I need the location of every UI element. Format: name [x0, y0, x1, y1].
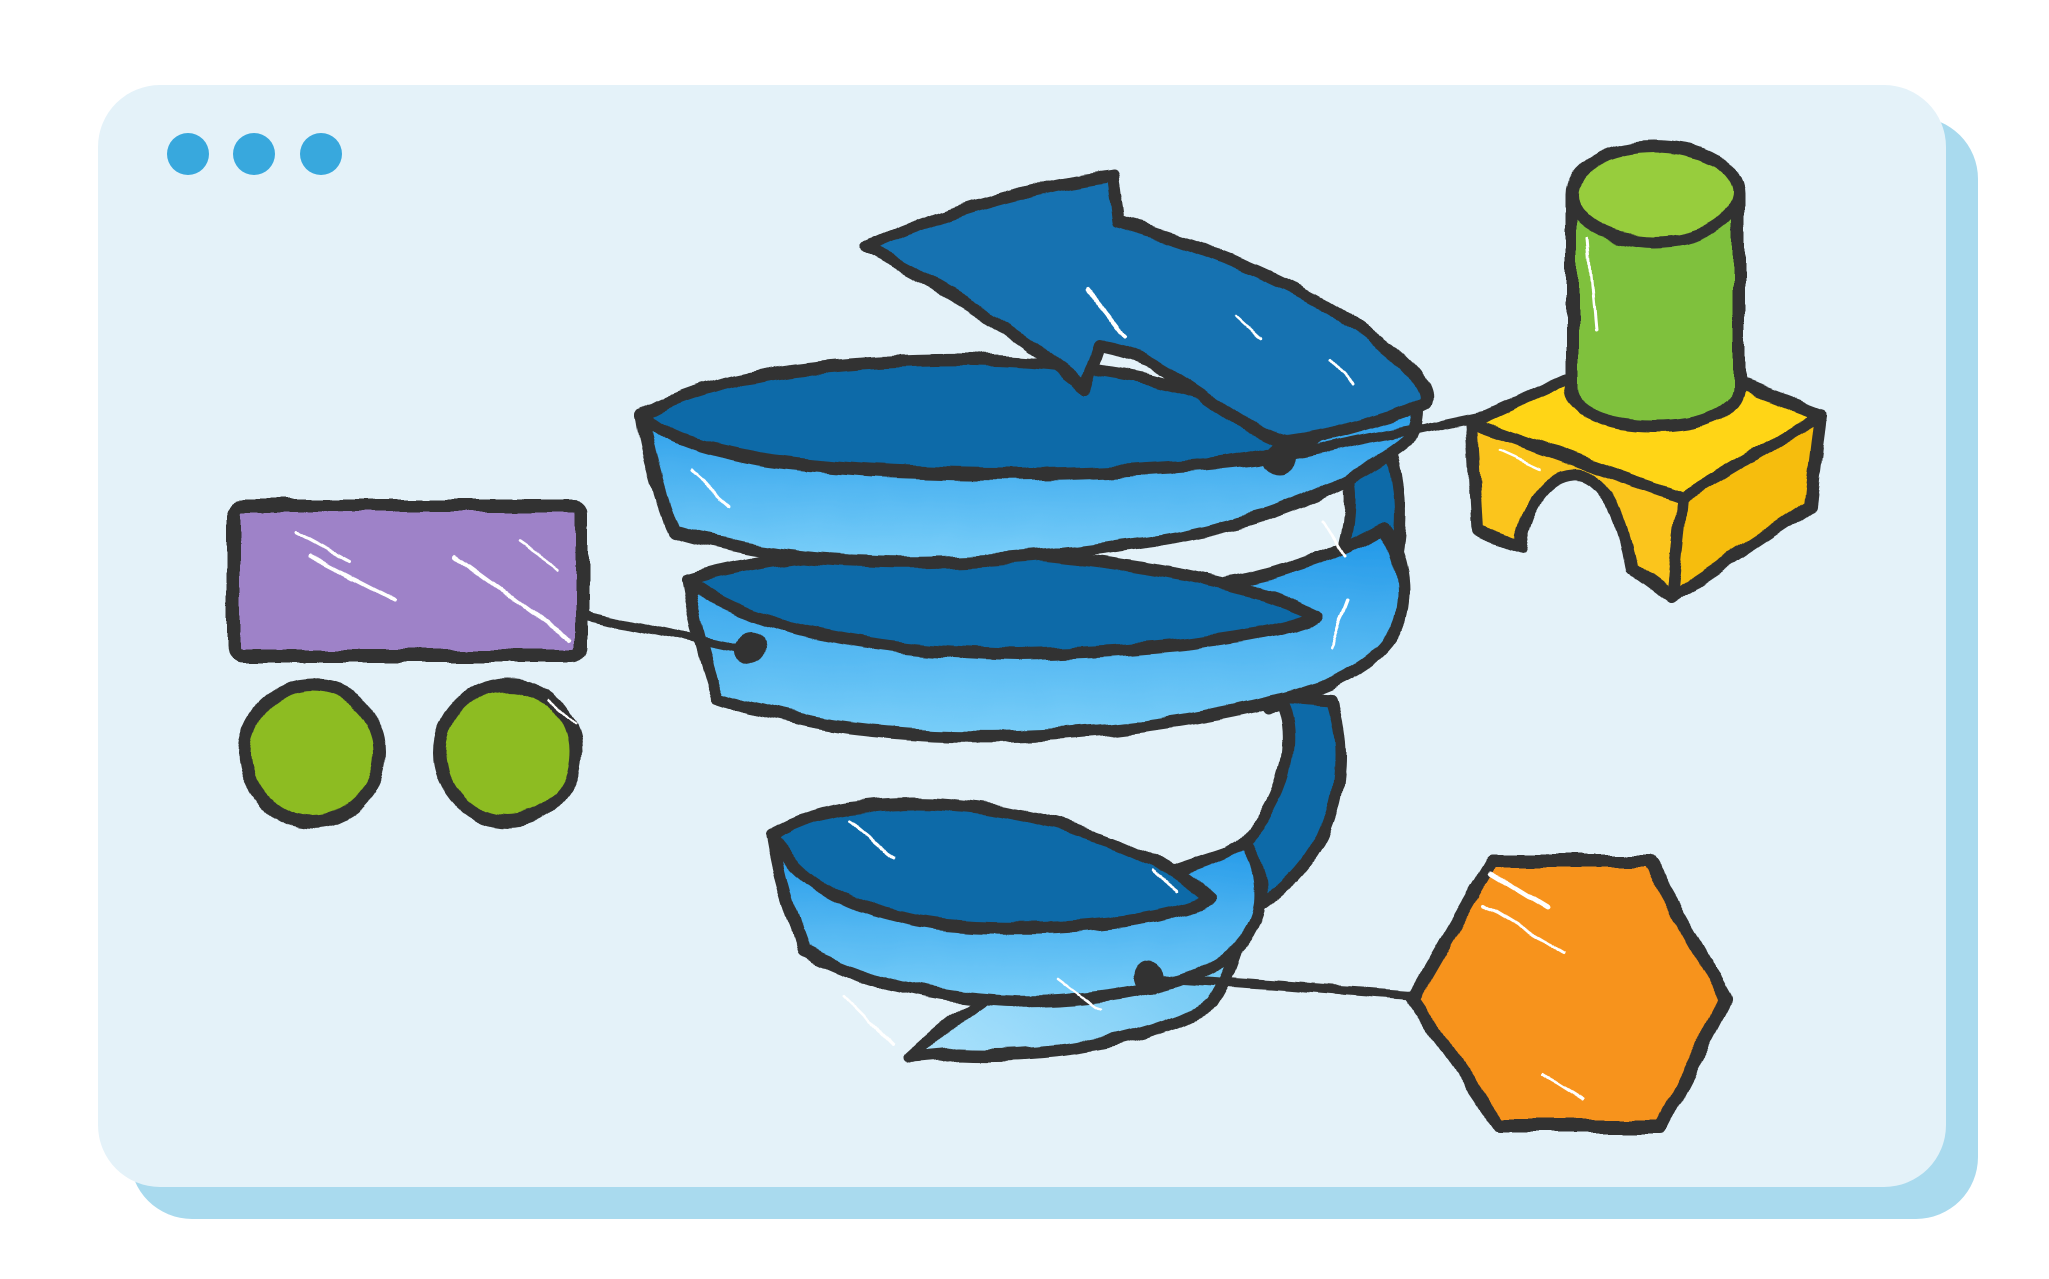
orange-hexagon — [1406, 854, 1733, 1132]
window-controls — [167, 133, 342, 175]
highlight-lines — [1482, 871, 1586, 1102]
window-dot-icon[interactable] — [300, 133, 342, 175]
connector-middle-line — [579, 609, 757, 655]
purple-rectangle — [227, 499, 589, 663]
window-dot-icon[interactable] — [233, 133, 275, 175]
orange-hexagon-group — [1406, 854, 1733, 1132]
window-dot-icon[interactable] — [167, 133, 209, 175]
block-left-face-with-arch — [1465, 416, 1688, 604]
cylinder-body — [1565, 190, 1745, 434]
yellow-block-group — [1465, 140, 1827, 604]
block-right-face — [1666, 408, 1827, 604]
arrow-head — [859, 170, 1432, 448]
spiral-arrow — [636, 170, 1432, 1064]
connector-bottom-dot — [1133, 960, 1167, 994]
green-circle-right — [433, 678, 583, 828]
connector-middle-dot — [733, 631, 767, 665]
purple-rectangle-group — [227, 499, 589, 828]
cylinder-top — [1565, 140, 1745, 248]
connector-bottom-line — [1145, 972, 1423, 1001]
doodle-illustration — [227, 140, 1827, 1132]
spiral-opening-3 — [766, 797, 1216, 935]
green-circle-left — [237, 678, 387, 828]
connector-top-dot — [1263, 441, 1297, 475]
highlight-lines — [293, 530, 577, 726]
connector-dots — [733, 441, 1297, 994]
highlight-lines — [688, 290, 1354, 1046]
highlight-lines — [1498, 238, 1598, 470]
